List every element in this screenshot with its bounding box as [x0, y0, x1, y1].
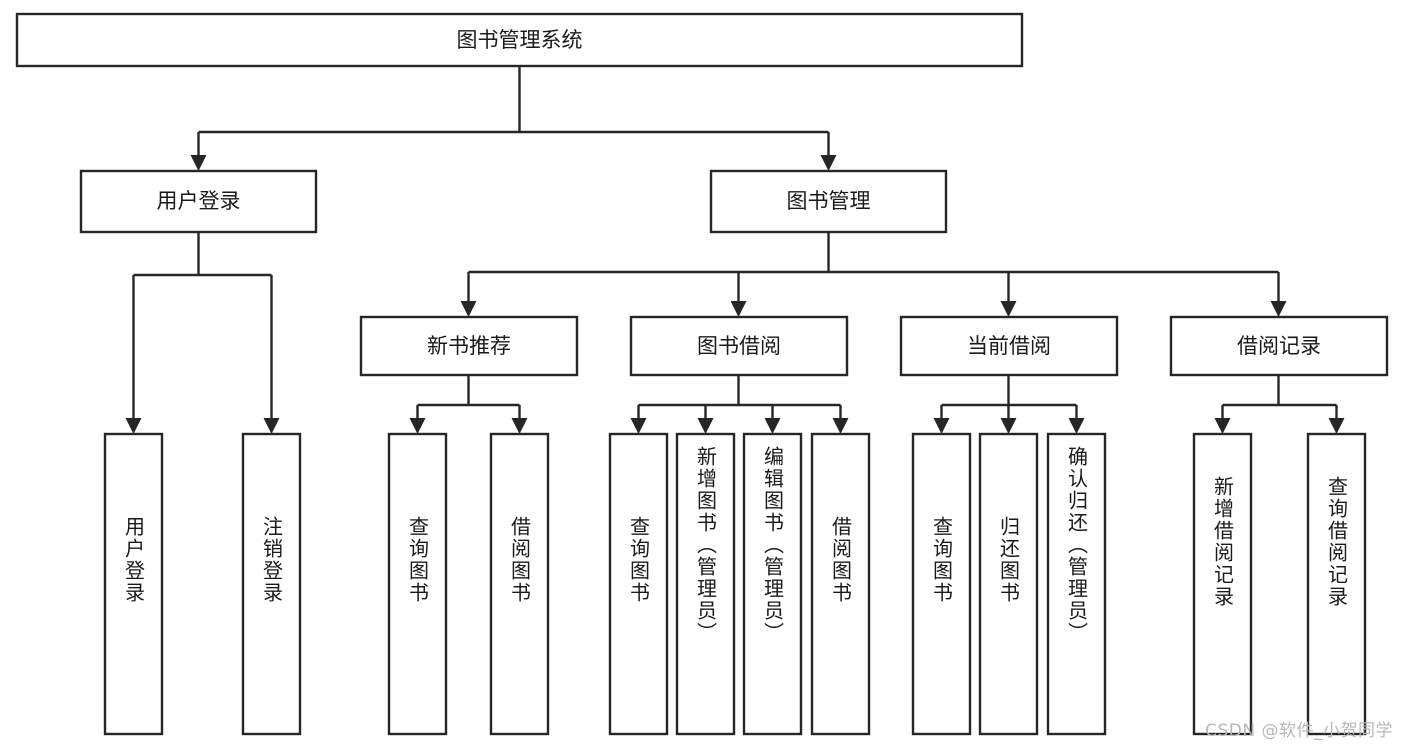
node-box-leaf-borrow-record-1[interactable] [1306, 432, 1367, 736]
node-box-borrow-record[interactable] [1169, 315, 1389, 377]
node-box-leaf-book-borrow-2[interactable] [742, 432, 803, 736]
node-box-leaf-user-login-1[interactable] [241, 432, 302, 736]
node-box-book-borrow[interactable] [629, 315, 849, 377]
label-current-borrow: 当前借阅 [967, 334, 1051, 358]
arrow-book-borrow-leaf-0 [630, 418, 647, 434]
arrow-user-login-leaf-0 [125, 418, 142, 434]
arrow-book-mgmt-to-book-borrow [730, 301, 747, 317]
arrow-current-borrow-leaf-1 [1000, 418, 1017, 434]
node-box-leaf-book-borrow-0[interactable] [608, 432, 669, 736]
node-box-leaf-current-borrow-2[interactable] [1046, 432, 1107, 736]
arrow-book-mgmt-to-current-borrow [1000, 301, 1017, 317]
node-box-leaf-current-borrow-0[interactable] [911, 432, 972, 736]
connector-group-book-borrow [630, 375, 849, 434]
arrow-user-login-leaf-1 [263, 418, 280, 434]
connector-group-book-mgmt [460, 232, 1287, 317]
node-box-leaf-user-login-0[interactable] [103, 432, 164, 736]
label-borrow-record: 借阅记录 [1237, 334, 1321, 358]
arrow-book-borrow-leaf-1 [697, 418, 714, 434]
label-root: 图书管理系统 [457, 28, 583, 52]
node-box-leaf-book-borrow-3[interactable] [810, 432, 871, 736]
node-box-leaf-current-borrow-1[interactable] [978, 432, 1039, 736]
label-new-book-recommend: 新书推荐 [427, 334, 511, 358]
node-box-leaf-new-book-1[interactable] [489, 432, 550, 736]
label-book-mgmt: 图书管理 [787, 189, 871, 213]
arrow-root-to-user-login [190, 155, 207, 171]
arrow-new-book-leaf-1 [511, 418, 528, 434]
connector-group-user-login [125, 232, 280, 434]
connector-group-new-book [409, 375, 528, 434]
arrow-borrow-record-leaf-1 [1328, 418, 1345, 434]
connector-group-root [190, 66, 837, 171]
arrow-new-book-leaf-0 [409, 418, 426, 434]
label-book-borrow: 图书借阅 [697, 334, 781, 358]
arrow-book-mgmt-to-new-book [460, 301, 477, 317]
node-box-book-mgmt[interactable] [709, 169, 948, 234]
label-user-login: 用户登录 [157, 189, 241, 213]
node-box-leaf-new-book-0[interactable] [387, 432, 448, 736]
csdn-watermark: CSDN @软件_小贺同学 [1205, 721, 1393, 741]
arrow-borrow-record-leaf-0 [1214, 418, 1231, 434]
node-box-root[interactable] [15, 12, 1024, 68]
arrow-current-borrow-leaf-2 [1068, 418, 1085, 434]
arrow-book-borrow-leaf-2 [764, 418, 781, 434]
node-box-leaf-book-borrow-1[interactable] [675, 432, 736, 736]
connector-group-current-borrow [933, 375, 1085, 434]
arrow-current-borrow-leaf-0 [933, 418, 950, 434]
connector-group-borrow-record [1214, 375, 1345, 434]
node-box-leaf-borrow-record-0[interactable] [1192, 432, 1253, 736]
arrow-root-to-book-mgmt [820, 155, 837, 171]
arrow-book-mgmt-to-borrow-record [1270, 301, 1287, 317]
node-box-user-login[interactable] [79, 169, 318, 234]
node-box-new-book-recommend[interactable] [359, 315, 579, 377]
node-box-current-borrow[interactable] [899, 315, 1119, 377]
arrow-book-borrow-leaf-3 [832, 418, 849, 434]
